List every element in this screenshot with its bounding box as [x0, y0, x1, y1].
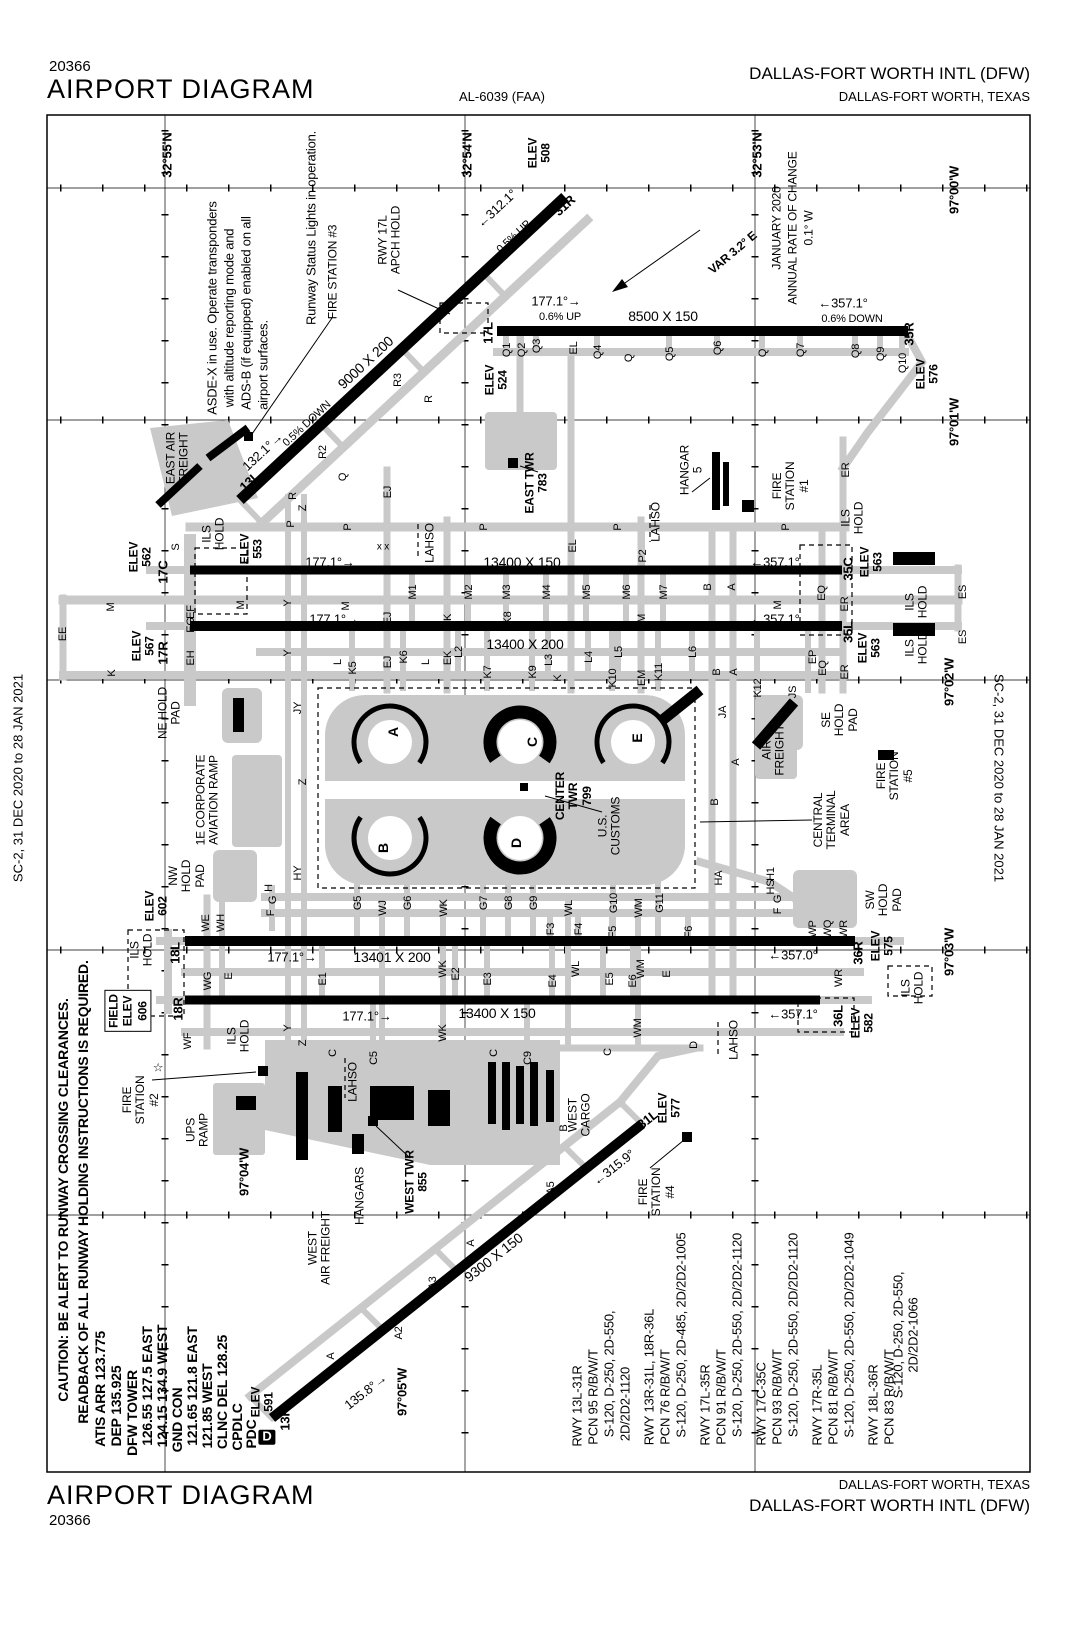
buildings	[233, 432, 935, 1160]
page-title-top: AIRPORT DIAGRAM	[47, 74, 315, 104]
airport-name-bottom: DALLAS-FORT WORTH INTL (DFW)	[749, 1496, 1030, 1515]
chart-number-bottom: 20366	[49, 1512, 91, 1529]
runway-13r-31l	[268, 1120, 646, 1422]
magnetic-variation-arrowhead	[612, 279, 628, 292]
airport-name-top: DALLAS-FORT WORTH INTL (DFW)	[749, 64, 1030, 83]
taxiways	[58, 213, 963, 1423]
terminal-a-building	[351, 703, 429, 781]
leader-lines	[151, 229, 813, 1169]
airport-city-bottom: DALLAS-FORT WORTH, TEXAS	[838, 1477, 1030, 1492]
chart-frame	[46, 114, 1031, 1473]
airport-city-top: DALLAS-FORT WORTH, TEXAS	[838, 89, 1030, 104]
terminal-b-building	[351, 799, 429, 877]
chart-number-top: 20366	[49, 58, 91, 75]
runway-13l-31r	[236, 192, 569, 505]
runways	[185, 192, 908, 1422]
hold-pad-bars	[155, 424, 799, 750]
terminal-d-building	[483, 801, 557, 875]
page-title-bottom: AIRPORT DIAGRAM	[47, 1480, 315, 1510]
center-tower-building	[520, 783, 528, 791]
dashed-boundaries	[127, 302, 933, 1098]
terminal-area	[325, 703, 685, 877]
terminal-c-building	[483, 705, 557, 779]
procedure-id: AL-6039 (FAA)	[459, 89, 545, 104]
